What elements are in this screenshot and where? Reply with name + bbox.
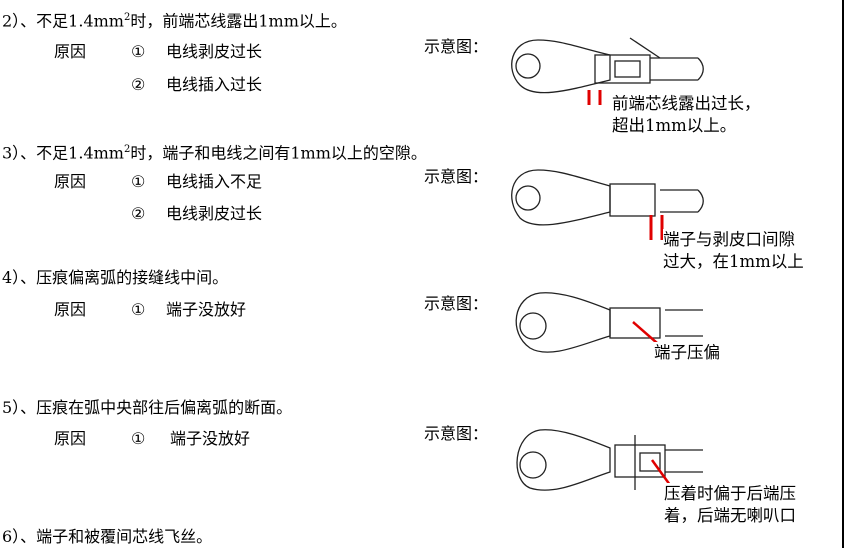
reason-label: 原因 (54, 300, 87, 319)
section-5-heading: 5）、压痕在弧中央部往后偏离弧的断面。 (2, 398, 293, 417)
reason-number: ① (131, 42, 146, 61)
reason-number: ① (131, 429, 146, 448)
reason-text: 电线剥皮过长 (166, 42, 263, 61)
diagram-label: 示意图： (424, 167, 489, 186)
diagram-label: 示意图： (424, 37, 489, 56)
section-2-heading: 2）、不足1.4mm2时，前端芯线露出1mm以上。 (2, 11, 347, 31)
section-4-heading: 4）、压痕偏离弧的接缝线中间。 (2, 268, 229, 287)
terminal-diagram-4 (516, 429, 703, 491)
reason-label: 原因 (54, 429, 87, 448)
section-6-heading: 6）、端子和被覆间芯线飞丝。 (2, 527, 213, 546)
diagram-note: 压着时偏于后端压着，后端无喇叭口 (664, 483, 796, 527)
reason-number: ② (131, 75, 146, 94)
reason-text: 端子没放好 (166, 300, 247, 319)
reason-text: 电线插入过长 (166, 75, 263, 94)
reason-text: 端子没放好 (170, 429, 251, 448)
diagram-note: 端子与剥皮口间隙过大，在1mm以上 (663, 229, 804, 273)
reason-text: 电线插入不足 (166, 172, 263, 191)
terminal-diagram-2 (511, 169, 704, 240)
reason-number: ① (131, 172, 146, 191)
diagram-note: 端子压偏 (654, 342, 720, 364)
diagram-label: 示意图： (424, 294, 489, 313)
reason-number: ① (131, 300, 146, 319)
page-border (842, 0, 844, 548)
reason-label: 原因 (54, 172, 87, 191)
diagram-label: 示意图： (424, 424, 489, 443)
reason-number: ② (131, 204, 146, 223)
section-3-heading: 3）、不足1.4mm2时，端子和电线之间有1mm以上的空隙。 (2, 143, 427, 163)
reason-text: 电线剥皮过长 (166, 204, 263, 223)
terminal-diagram-1 (511, 37, 704, 105)
diagram-note: 前端芯线露出过长，超出1mm以上。 (612, 93, 761, 137)
reason-label: 原因 (54, 42, 87, 61)
terminal-diagram-3 (515, 292, 703, 353)
